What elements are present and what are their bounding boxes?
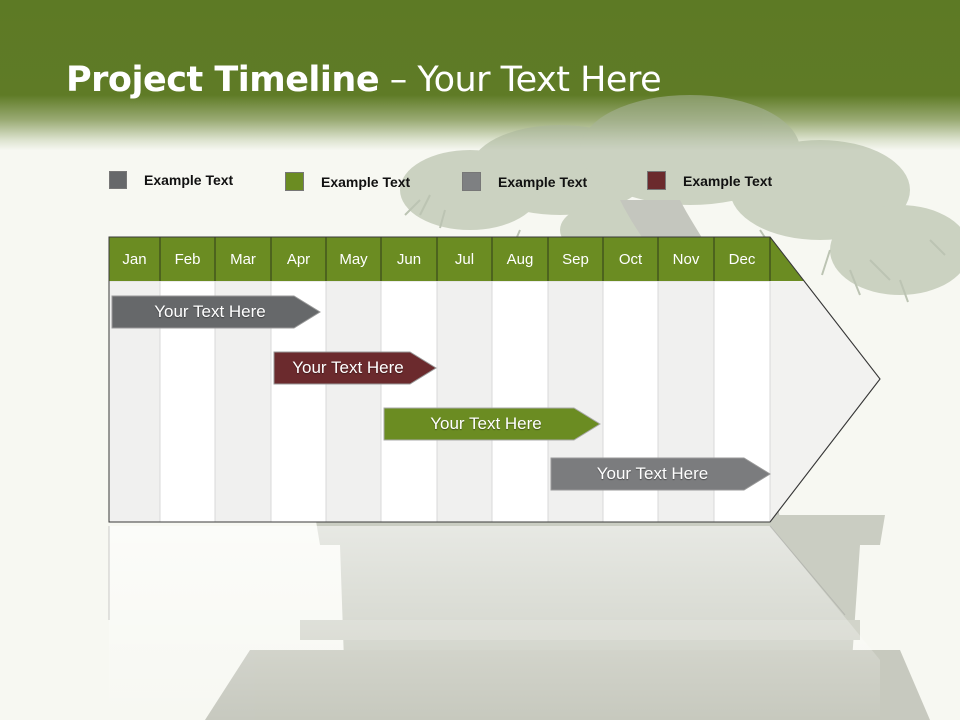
month-label: Apr [286, 250, 311, 268]
month-column [436, 280, 493, 523]
month-column [325, 280, 382, 523]
month-label: Aug [506, 250, 534, 268]
timeline-bar-3 [383, 407, 601, 441]
month-header-strip [109, 237, 804, 281]
timeline-reflection [109, 526, 880, 720]
month-column [380, 280, 438, 523]
timeline-bar-1 [111, 295, 321, 329]
month-label: Oct [618, 250, 643, 268]
legend-swatch [109, 171, 127, 189]
timeline-bar-label: Your Text Here [596, 464, 709, 483]
legend-swatch [285, 172, 304, 191]
timeline-bar-4 [550, 457, 771, 491]
legend-label: Example Text [498, 173, 588, 190]
legend-item-3: Example Text [462, 172, 587, 191]
timeline-bar-2 [273, 351, 437, 385]
month-column [491, 280, 549, 523]
timeline-bar-label: Your Text Here [430, 414, 542, 433]
month-label: Jun [396, 250, 422, 268]
legend-item-4: Example Text [647, 171, 772, 190]
month-label: Nov [672, 250, 700, 268]
legend-item-1: Example Text [109, 171, 233, 189]
month-label: Feb [174, 250, 201, 268]
timeline-bar-label: Your Text Here [154, 302, 266, 321]
legend-label: Example Text [144, 172, 234, 188]
month-label: Dec [728, 250, 756, 268]
header-banner [0, 0, 960, 150]
title-rest: – Your Text Here [379, 60, 662, 100]
legend-label: Example Text [321, 173, 411, 190]
legend-label: Example Text [683, 172, 773, 189]
legend-item-2: Example Text [285, 172, 410, 191]
month-label: Jul [454, 250, 475, 268]
timeline-bar-label: Your Text Here [292, 358, 404, 377]
month-label: Jan [122, 250, 147, 268]
legend-swatch [462, 172, 481, 191]
page-title: Project Timeline – Your Text Here [66, 60, 662, 100]
title-bold: Project Timeline [66, 60, 380, 100]
month-label: May [339, 250, 368, 268]
month-label: Sep [562, 250, 589, 268]
month-label: Mar [230, 250, 256, 268]
legend-swatch [647, 171, 666, 190]
